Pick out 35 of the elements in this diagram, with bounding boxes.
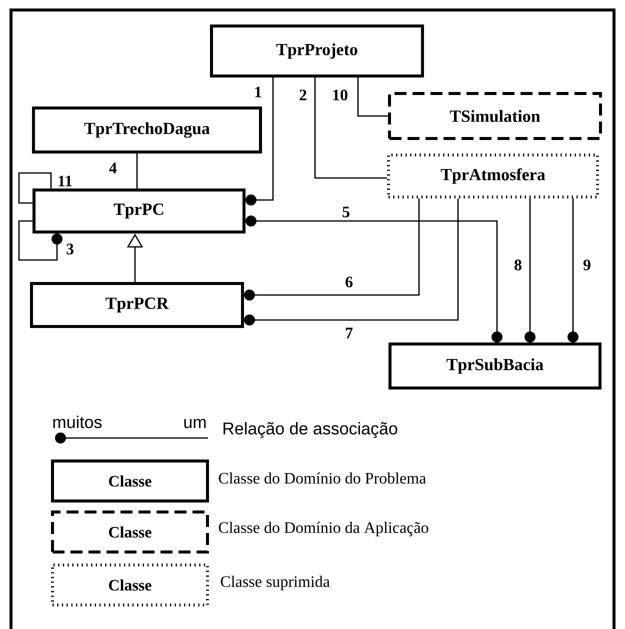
- association-line: [524, 198, 536, 342]
- edge-label: 6: [344, 276, 354, 288]
- edge-label: 4: [108, 162, 118, 174]
- legend-text: Classe suprimida: [220, 576, 330, 590]
- association-line: [136, 154, 138, 188]
- edge-label: 11: [56, 174, 74, 188]
- edge-label: 2: [298, 88, 308, 102]
- legend-text: Classe do Domínio do Problema: [218, 472, 426, 484]
- class-box: TprPC: [32, 188, 246, 234]
- association-line: [246, 216, 502, 342]
- multiplicity-label: um: [184, 418, 206, 428]
- edge-label: 5: [341, 206, 351, 218]
- association-line: [18, 220, 62, 261]
- association-line: [244, 198, 420, 300]
- legend-text: Relação de associação: [224, 422, 398, 438]
- legend-text: Classe do Domínio da Aplicação: [218, 522, 428, 536]
- edge-label: 1: [253, 86, 263, 98]
- association-line: [568, 198, 578, 342]
- association-line: [357, 78, 388, 117]
- class-box: TprPCR: [30, 282, 244, 328]
- multiplicity-label: muitos: [53, 416, 102, 428]
- edge-label: 3: [65, 242, 75, 256]
- edge-label: 10: [331, 88, 349, 102]
- class-box: TprProjeto: [210, 24, 424, 78]
- edge-label: 7: [344, 326, 354, 340]
- class-box: TprTrechoDagua: [32, 106, 262, 154]
- edge-label: 9: [582, 258, 592, 272]
- edge-label: 8: [513, 258, 523, 272]
- association-line: [314, 78, 387, 179]
- class-box: TSimulation: [388, 92, 602, 140]
- class-box: TprAtmosfera: [387, 154, 599, 198]
- association-line: [246, 78, 274, 206]
- association-line: [244, 198, 459, 326]
- class-box: TprSubBacia: [388, 342, 602, 390]
- association-line: [18, 172, 52, 204]
